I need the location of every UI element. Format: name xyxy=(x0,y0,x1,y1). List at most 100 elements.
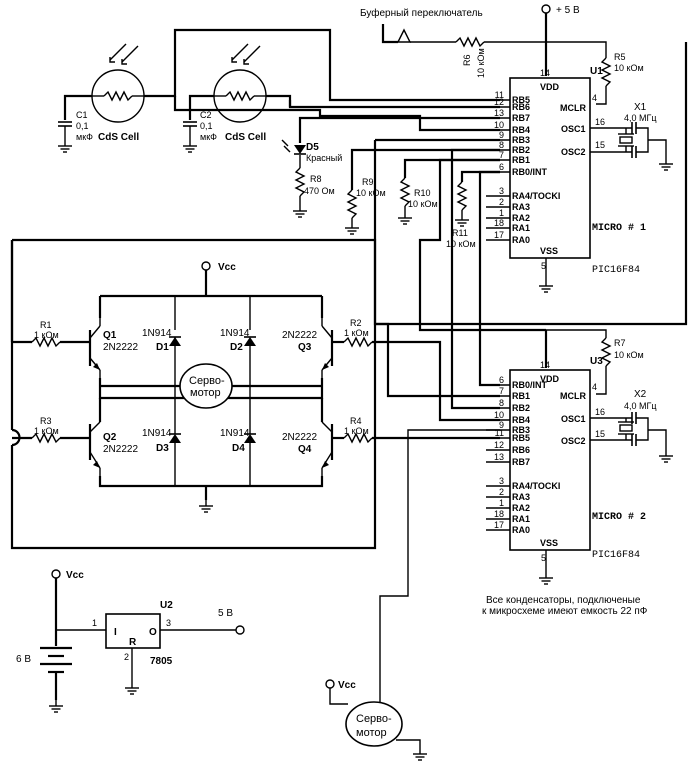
r6-label: R6 xyxy=(462,54,472,66)
u2-label: U2 xyxy=(160,600,173,611)
r8-label: R8 xyxy=(310,174,322,184)
d2-label: D2 xyxy=(230,342,243,353)
u1-osc1-pin: 16 xyxy=(595,117,605,127)
pin-number: 13 xyxy=(494,452,504,462)
u1-vdd: VDD xyxy=(540,82,560,92)
q4-label: Q4 xyxy=(298,444,312,455)
u1-vss: VSS xyxy=(540,246,558,256)
u3-osc1: OSC1 xyxy=(561,414,586,424)
transistor-q2 xyxy=(88,421,101,476)
plus5v-label: + 5 В xyxy=(556,5,580,16)
u3-vss: VSS xyxy=(540,538,558,548)
u1-label: U1 xyxy=(590,66,603,77)
vcc-reg-label: Vcc xyxy=(66,570,84,581)
pin-number: 8 xyxy=(499,398,504,408)
pin-number: 9 xyxy=(499,130,504,140)
reg-name: 7805 xyxy=(150,656,173,667)
c1-val2: мкФ xyxy=(76,132,93,142)
r1-val: 1 кОм xyxy=(34,330,59,340)
servo-motor-bottom xyxy=(345,701,403,747)
q1-type: 2N2222 xyxy=(103,342,138,353)
d2-type: 1N914 xyxy=(220,328,250,339)
c2-val2: мкФ xyxy=(200,132,217,142)
r4-label: R4 xyxy=(350,416,362,426)
pic1-label: PIC16F84 xyxy=(592,265,640,276)
pin-name: RB5 xyxy=(512,433,530,443)
pin-number: 10 xyxy=(494,120,504,130)
pin-name: RB7 xyxy=(512,457,530,467)
pin-number: 11 xyxy=(495,90,504,100)
buffer-switch xyxy=(396,28,412,43)
reg-o: O xyxy=(149,627,157,638)
pin-number: 17 xyxy=(494,230,504,240)
battery-label: 6 В xyxy=(16,654,31,665)
regulator-u2 xyxy=(105,613,161,649)
micro1-label: MICRO # 1 xyxy=(592,223,646,234)
pin-number: 6 xyxy=(499,162,504,172)
pin-number: 3 xyxy=(499,476,504,486)
q4-type: 2N2222 xyxy=(282,432,317,443)
pin-name: RB6 xyxy=(512,445,530,455)
pin-name: RA4/TOCKI xyxy=(512,481,560,491)
x1-label: X1 xyxy=(634,102,647,113)
q1-label: Q1 xyxy=(103,330,117,341)
r8-val: 470 Ом xyxy=(304,186,335,196)
q2-label: Q2 xyxy=(103,432,117,443)
pin-number: 7 xyxy=(499,150,504,160)
pin-name: RB5 xyxy=(512,95,530,105)
d5-color: Красный xyxy=(306,153,342,163)
pin-name: RA0 xyxy=(512,525,530,535)
vcc-servo-label: Vcc xyxy=(338,680,356,691)
r10-label: R10 xyxy=(414,188,431,198)
servo-bridge-line1: Серво- xyxy=(189,375,225,387)
r2-val: 1 кОм xyxy=(344,328,369,338)
reg-r: R xyxy=(129,637,137,648)
q2-type: 2N2222 xyxy=(103,444,138,455)
q3-type: 2N2222 xyxy=(282,330,317,341)
pin-name: RA1 xyxy=(512,223,530,233)
pin-name: RB2 xyxy=(512,145,530,155)
pin-number: 2 xyxy=(499,197,504,207)
pin-number: 8 xyxy=(499,140,504,150)
u3-mclr: MCLR xyxy=(560,391,586,401)
transistor-q1 xyxy=(88,318,101,378)
r11-label: R11 xyxy=(452,228,468,238)
d4-type: 1N914 xyxy=(220,428,250,439)
pin-name: RA2 xyxy=(512,503,530,513)
r5-val: 10 кОм xyxy=(614,63,644,73)
r11-val: 10 кОм xyxy=(446,239,476,249)
pin-name: RA1 xyxy=(512,514,530,524)
pin-number: 10 xyxy=(494,410,504,420)
battery xyxy=(40,646,72,674)
transistor-q4 xyxy=(321,421,334,476)
servo-bottom-line2: мотор xyxy=(356,727,387,739)
pin-name: RB4 xyxy=(512,125,530,135)
servo-bridge-line2: мотор xyxy=(190,387,221,399)
pin-name: RA4/TOCKI xyxy=(512,191,560,201)
cds1-label: CdS Cell xyxy=(98,132,139,143)
reg-gnd-pin: 2 xyxy=(124,652,129,662)
cds-cell-1 xyxy=(91,43,145,123)
servo-bottom-line1: Серво- xyxy=(356,713,392,725)
r1-label: R1 xyxy=(40,320,52,330)
u1-osc2: OSC2 xyxy=(561,147,586,157)
transistor-q3 xyxy=(321,318,334,378)
pin-number: 1 xyxy=(499,498,504,508)
pin-number: 17 xyxy=(494,520,504,530)
pin-name: RB2 xyxy=(512,403,530,413)
x1-val: 4,0 МГц xyxy=(624,113,657,123)
u3-osc2-pin: 15 xyxy=(595,429,605,439)
r10-val: 10 кОм xyxy=(408,199,438,209)
pin-name: RB3 xyxy=(512,425,530,435)
vcc-hbridge-label: Vcc xyxy=(218,262,236,273)
pin-name: RB1 xyxy=(512,391,530,401)
pin-number: 7 xyxy=(499,386,504,396)
c1-val1: 0,1 xyxy=(76,121,89,131)
r7-val: 10 кОм xyxy=(614,350,644,360)
r3-label: R3 xyxy=(40,416,52,426)
pin-number: 12 xyxy=(494,97,504,107)
pin-name: RB1 xyxy=(512,155,530,165)
c2-val1: 0,1 xyxy=(200,121,213,131)
